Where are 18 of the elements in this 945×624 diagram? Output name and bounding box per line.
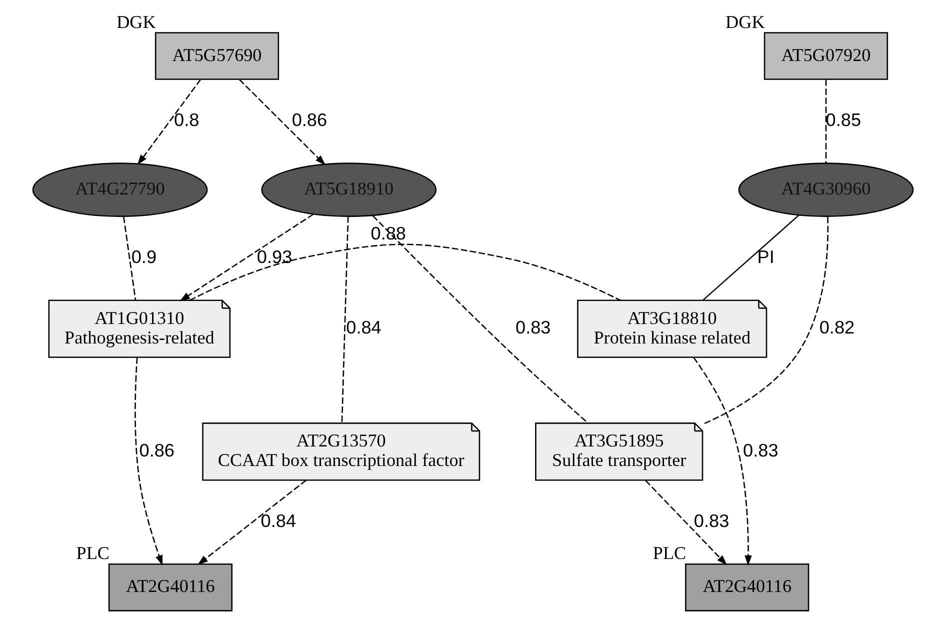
node-label: PLC xyxy=(652,543,686,564)
edge-label: 0.83 xyxy=(515,318,550,338)
edge-label: 0.86 xyxy=(291,110,327,130)
edge-label: 0.82 xyxy=(818,318,854,338)
node-label: DGK xyxy=(725,12,764,32)
edge-label: 0.84 xyxy=(260,510,296,531)
edge-label: 0.88 xyxy=(370,223,406,244)
edge-label: 0.9 xyxy=(130,247,156,268)
edge-label: 0.83 xyxy=(693,510,729,531)
edge-label: 0.83 xyxy=(742,440,778,460)
edge-label: 0.93 xyxy=(256,247,292,268)
edge-label: PI xyxy=(756,247,774,268)
edge-label: 0.85 xyxy=(825,110,861,130)
edge-label: 0.86 xyxy=(138,440,174,460)
node-label: DGK xyxy=(116,12,156,32)
edge-label: 0.8 xyxy=(174,110,199,130)
edge-label: 0.84 xyxy=(346,318,381,338)
node-label: PLC xyxy=(76,543,109,564)
